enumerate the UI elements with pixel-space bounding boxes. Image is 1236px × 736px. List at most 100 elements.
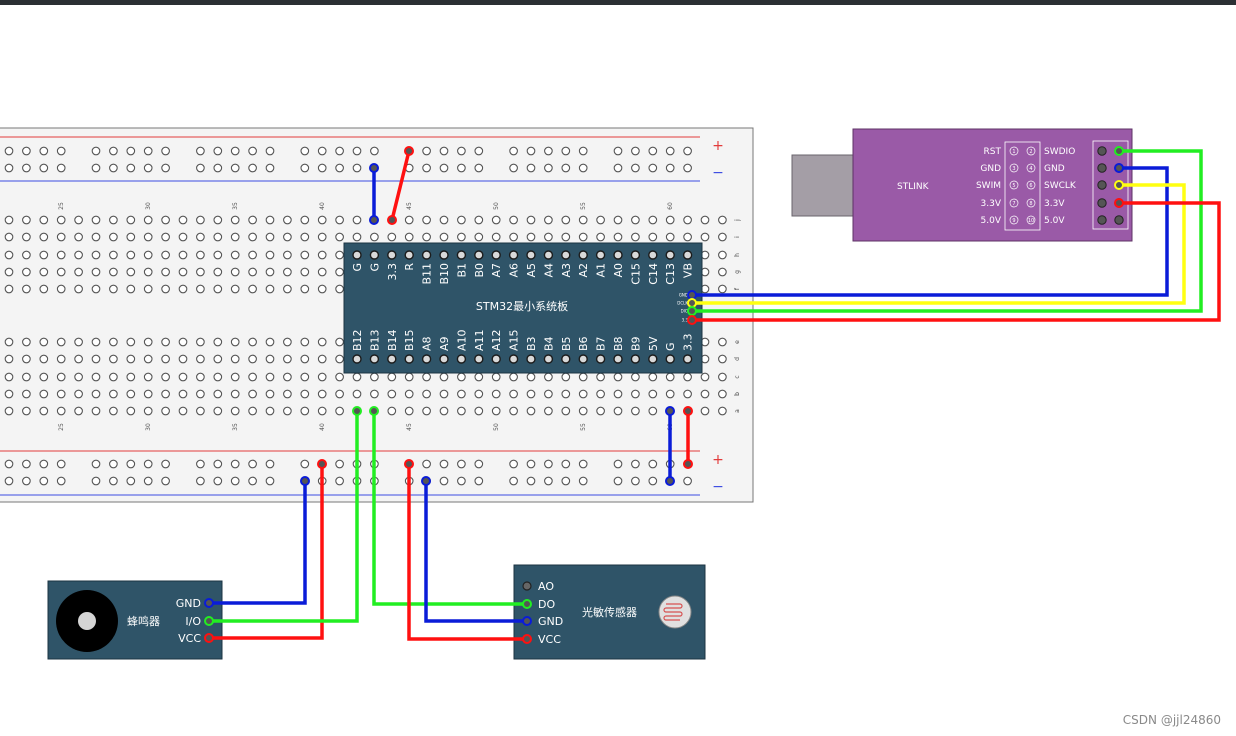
rail-hole <box>317 163 327 173</box>
wire-buzzer-io <box>209 411 359 623</box>
rail-hole <box>526 459 536 469</box>
rail-hole <box>248 459 257 469</box>
grid-hole <box>265 215 275 225</box>
rail-hole <box>526 476 536 486</box>
grid-hole <box>422 372 431 382</box>
stm32-pin <box>561 354 571 364</box>
grid-hole <box>648 389 658 399</box>
grid-hole <box>544 389 553 399</box>
stm32-pin-label: B8 <box>612 336 625 351</box>
wire-end <box>369 215 379 225</box>
grid-hole <box>213 267 223 277</box>
column-number: 55 <box>580 423 587 431</box>
stm32-pin <box>665 250 675 260</box>
rail-hole <box>126 163 136 173</box>
rail-hole <box>561 163 571 173</box>
column-number: 40 <box>319 202 326 210</box>
stm32-pin <box>439 354 449 364</box>
grid-hole <box>404 372 414 382</box>
light-sensor-pin-label: VCC <box>538 633 561 646</box>
grid-hole <box>126 337 136 347</box>
rail-hole <box>544 146 553 156</box>
grid-hole <box>22 267 31 277</box>
stlink-programmer: STLINK RSTGNDSWIM3.3V5.0VSWDIOGNDSWCLK3.… <box>791 128 1133 242</box>
wire-end <box>404 146 414 156</box>
wire-end <box>1114 146 1124 156</box>
wire-end <box>369 406 379 416</box>
stm32-pin <box>352 250 362 260</box>
stlink-inner-header <box>1004 141 1041 231</box>
stlink-left-label: 5.0V <box>981 216 1002 226</box>
stm32-pin <box>648 250 658 260</box>
grid-hole <box>317 389 327 399</box>
stm32-pin <box>421 354 432 364</box>
rail-hole <box>126 476 136 486</box>
stm32-pin <box>456 250 467 260</box>
grid-hole <box>22 337 31 347</box>
stm32-pin-label: B1 <box>455 263 468 278</box>
wire-end <box>683 406 693 416</box>
grid-hole <box>300 337 310 347</box>
grid-hole <box>248 354 257 364</box>
wire-sensor-gnd <box>424 481 527 623</box>
grid-hole <box>4 372 14 382</box>
grid-hole <box>178 284 188 294</box>
stm32-pin-label: B14 <box>386 329 399 351</box>
grid-hole <box>213 215 223 225</box>
grid-hole <box>4 250 14 260</box>
stm32-pin <box>369 250 380 260</box>
grid-hole <box>230 372 240 382</box>
stm32-pin <box>630 354 641 364</box>
grid-hole <box>718 232 727 242</box>
grid-hole <box>74 372 83 382</box>
rail-hole <box>248 476 257 486</box>
grid-hole <box>109 232 118 242</box>
grid-hole <box>178 406 188 416</box>
grid-hole <box>404 406 414 416</box>
grid-hole <box>126 406 136 416</box>
grid-hole <box>718 354 727 364</box>
stm32-pin-label: G <box>664 342 677 351</box>
stlink-inner-pin <box>1009 163 1019 173</box>
watermark: CSDN @jjl24860 <box>1122 713 1221 727</box>
grid-hole <box>56 215 66 225</box>
grid-hole <box>74 215 83 225</box>
rail-hole <box>683 146 692 156</box>
rail-hole <box>4 163 14 173</box>
buzzer-pin-label: VCC <box>178 632 201 645</box>
stm32-pin <box>648 354 658 364</box>
grid-hole <box>265 389 275 399</box>
stm32-pin-label: B15 <box>403 329 416 351</box>
rail-hole <box>578 459 588 469</box>
grid-hole <box>109 284 118 294</box>
grid-hole <box>283 232 292 242</box>
stlink-left-label: 3.3V <box>981 199 1002 209</box>
grid-hole <box>317 284 327 294</box>
grid-hole <box>56 267 66 277</box>
stlink-inner-pin <box>1009 215 1019 225</box>
grid-hole <box>352 215 362 225</box>
grid-hole <box>683 389 692 399</box>
column-number: 30 <box>145 423 152 431</box>
grid-hole <box>143 215 153 225</box>
rail-hole <box>474 476 484 486</box>
stm32-pin-label: A9 <box>438 336 451 351</box>
rail-hole <box>509 476 518 486</box>
stlink-body <box>852 128 1133 242</box>
wires <box>204 146 1221 644</box>
grid-hole <box>613 406 623 416</box>
rail-hole <box>526 146 536 156</box>
grid-hole <box>39 250 49 260</box>
grid-hole <box>613 232 623 242</box>
light-sensor-name: 光敏传感器 <box>582 605 637 619</box>
wire-end <box>1114 180 1124 190</box>
grid-hole <box>335 354 344 364</box>
wire-end <box>687 306 697 316</box>
grid-hole <box>91 232 101 242</box>
buzzer-pin-label: GND <box>176 597 201 610</box>
grid-hole <box>230 354 240 364</box>
grid-hole <box>491 372 501 382</box>
grid-hole <box>491 232 501 242</box>
grid-hole <box>39 215 49 225</box>
